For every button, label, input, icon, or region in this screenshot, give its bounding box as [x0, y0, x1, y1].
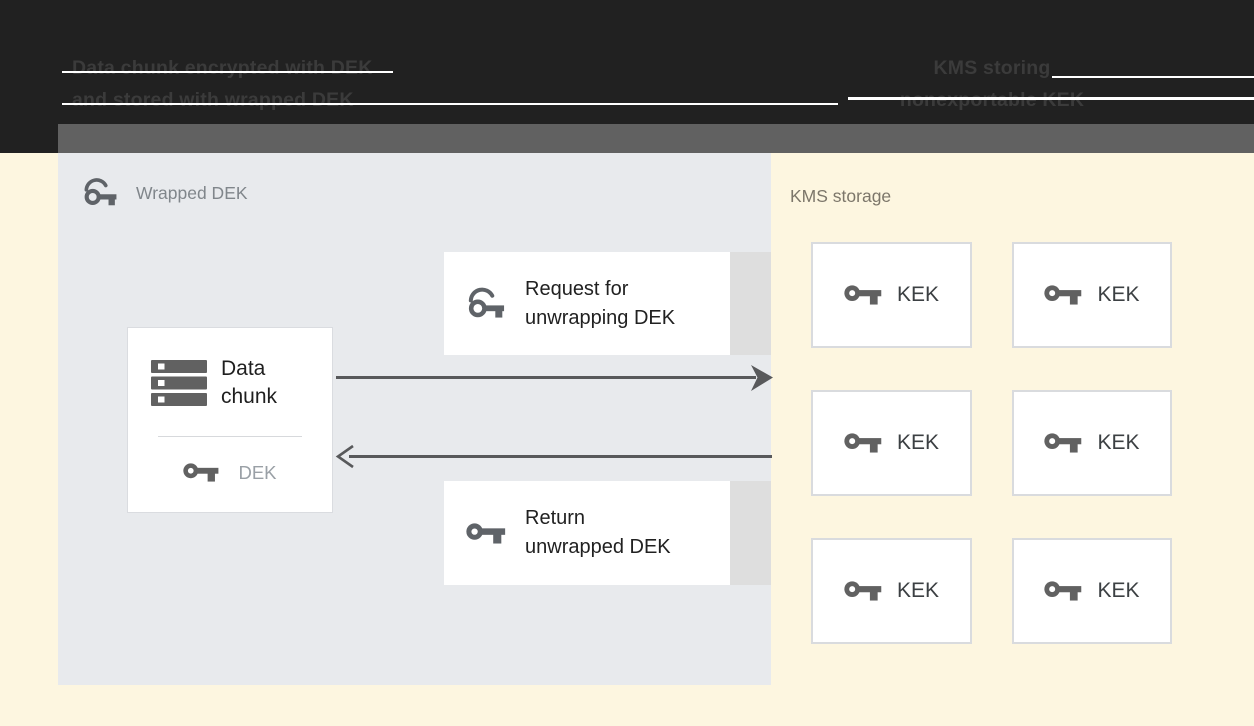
kek-box: KEK [1012, 390, 1172, 496]
kek-grid: KEK KEK KEK [811, 242, 1172, 644]
request-box-content: Request for unwrapping DEK [466, 252, 675, 355]
kek-box: KEK [811, 242, 972, 348]
key-icon [844, 431, 884, 455]
return-box-label: Return unwrapped DEK [525, 504, 671, 562]
request-box-strip [730, 252, 771, 355]
wrapped-key-icon [466, 284, 508, 324]
key-icon [1044, 579, 1084, 603]
artifact-hairline [62, 103, 838, 105]
kek-label: KEK [1097, 283, 1140, 306]
kek-box: KEK [811, 538, 972, 644]
kek-label: KEK [1097, 431, 1140, 454]
kek-label: KEK [896, 283, 940, 306]
kek-label: KEK [896, 579, 940, 602]
data-chunk-divider [158, 436, 302, 437]
return-box-line2: unwrapped DEK [525, 536, 671, 558]
data-chunk-label-line2: chunk [221, 385, 278, 408]
caption-wrapped-dek-line1: Data chunk encrypted with DEK [72, 57, 373, 79]
key-icon [1044, 431, 1084, 455]
kek-box: KEK [811, 390, 972, 496]
key-icon [844, 283, 884, 307]
request-box-line2: unwrapping DEK [525, 306, 676, 329]
caption-kms-line2: nonexportable KEK [852, 85, 1132, 117]
data-chunk-box: Data chunk DEK [127, 327, 333, 513]
header-shaded-band [58, 124, 1254, 153]
wrapped-key-icon [82, 175, 120, 211]
dek-row: DEK [128, 461, 332, 484]
caption-kms: KMS storing nonexportable KEK [852, 53, 1132, 116]
key-icon [1044, 283, 1084, 307]
return-unwrap-box: Return unwrapped DEK [444, 481, 771, 585]
storage-stack-icon [151, 360, 207, 406]
kek-label: KEK [1097, 579, 1140, 602]
key-icon [844, 579, 884, 603]
data-chunk-label-line1: Data [221, 357, 266, 380]
artifact-hairline [1052, 76, 1254, 78]
caption-wrapped-dek-line2: and stored with wrapped DEK [72, 88, 354, 111]
key-icon [183, 461, 221, 484]
caption-kms-line1: KMS storing [933, 57, 1051, 79]
kek-box: KEK [1012, 242, 1172, 348]
return-box-line1: Return [525, 507, 586, 529]
key-icon [466, 521, 508, 546]
return-box-content: Return unwrapped DEK [466, 481, 671, 585]
request-unwrap-box: Request for unwrapping DEK [444, 252, 771, 355]
artifact-hairline [62, 71, 393, 73]
return-box-strip [730, 481, 771, 585]
caption-wrapped-dek: Data chunk encrypted with DEK and stored… [72, 53, 373, 116]
request-box-line1: Request for [525, 277, 629, 300]
request-arrow [336, 365, 773, 391]
return-arrow [335, 444, 772, 469]
wrapped-dek-header: Wrapped DEK [82, 175, 248, 211]
dek-label: DEK [238, 461, 277, 483]
kek-label: KEK [896, 431, 940, 454]
kek-box: KEK [1012, 538, 1172, 644]
artifact-hairline [848, 97, 1254, 100]
kms-storage-panel-title: KMS storage [790, 186, 892, 206]
data-chunk-row: Data chunk [128, 328, 332, 411]
wrapped-dek-panel-title: Wrapped DEK [136, 182, 248, 203]
data-chunk-label: Data chunk [221, 355, 277, 411]
request-box-label: Request for unwrapping DEK [525, 275, 675, 333]
